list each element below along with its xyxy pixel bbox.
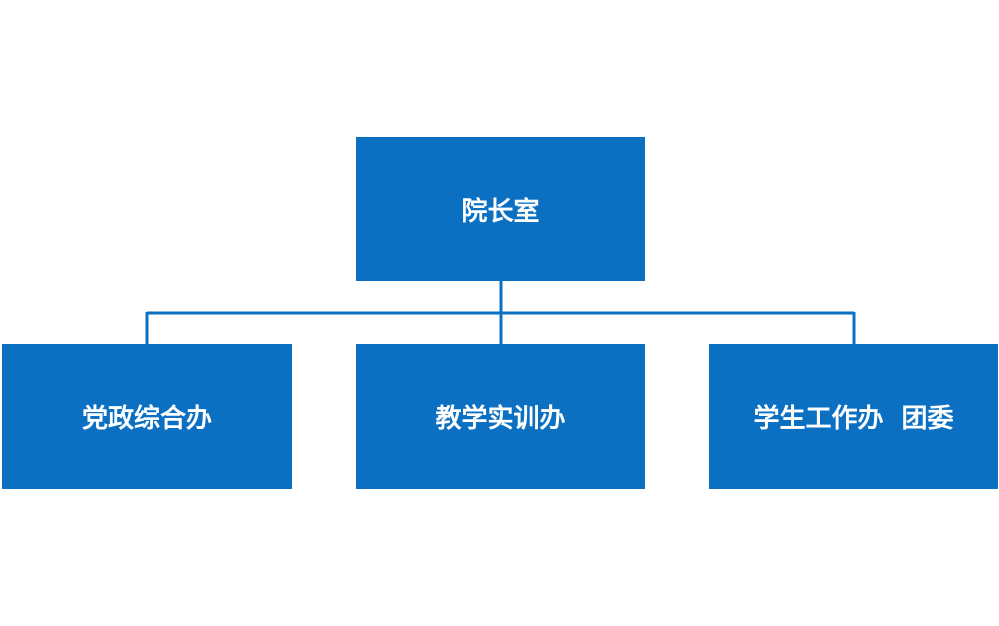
org-node-child-3: 学生工作办 团委	[709, 344, 998, 489]
org-node-child-1: 党政综合办	[2, 344, 292, 489]
org-node-child-2: 教学实训办	[356, 344, 645, 489]
org-node-child-1-label: 党政综合办	[81, 404, 212, 434]
org-node-child-2-label: 教学实训办	[435, 404, 566, 434]
org-node-child-3-label: 学生工作办 团委	[753, 404, 954, 434]
org-node-top-label: 院长室	[461, 196, 540, 227]
org-node-top: 院长室	[356, 137, 645, 281]
